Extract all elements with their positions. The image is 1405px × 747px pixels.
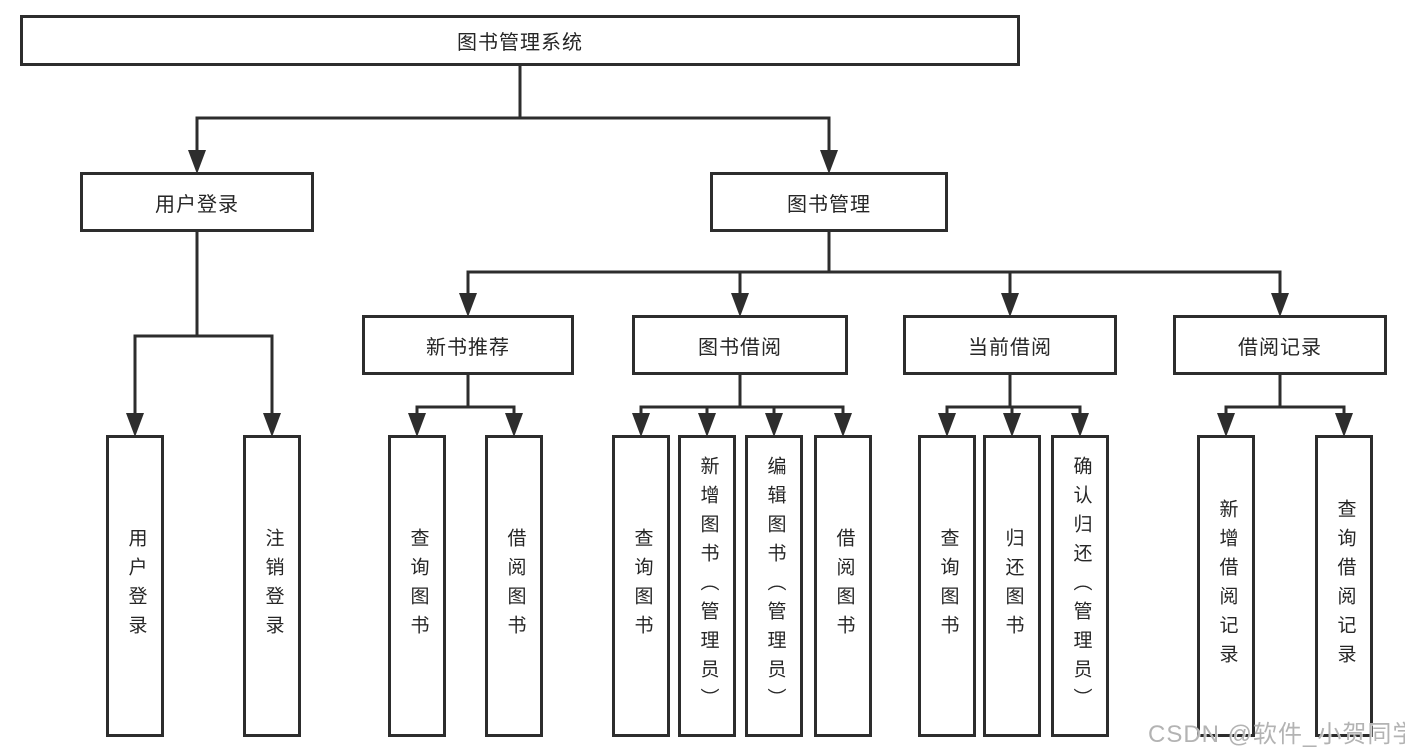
node-library-management-system: 图书管理系统	[20, 15, 1020, 66]
leaf-return-books: 归还图书	[983, 435, 1041, 737]
node-label: 编辑图书（管理员）	[764, 455, 786, 717]
node-label: 图书管理系统	[457, 32, 583, 54]
node-book-borrowing: 图书借阅	[632, 315, 848, 375]
node-label: 新书推荐	[426, 336, 510, 359]
leaf-logout: 注销登录	[243, 435, 301, 737]
node-borrowing-records: 借阅记录	[1173, 315, 1387, 375]
leaf-borrow-books-borrowing: 借阅图书	[814, 435, 872, 737]
node-label: 查询图书	[631, 528, 653, 644]
node-label: 新增借阅记录	[1216, 499, 1238, 673]
leaf-query-books-borrowing: 查询图书	[612, 435, 670, 737]
node-label: 用户登录	[155, 193, 239, 216]
leaf-query-books-recommend: 查询图书	[388, 435, 446, 737]
node-label: 查询图书	[937, 528, 959, 644]
leaf-add-borrow-record: 新增借阅记录	[1197, 435, 1255, 737]
node-label: 借阅图书	[504, 528, 526, 644]
leaf-query-borrow-record: 查询借阅记录	[1315, 435, 1373, 737]
csdn-watermark: CSDN @软件_小贺同学	[1148, 721, 1405, 747]
node-label: 用户登录	[125, 528, 147, 644]
node-label: 查询借阅记录	[1334, 499, 1356, 673]
node-label: 图书借阅	[698, 336, 782, 359]
node-label: 新增图书（管理员）	[697, 455, 719, 717]
leaf-user-login: 用户登录	[106, 435, 164, 737]
node-label: 注销登录	[262, 528, 284, 644]
node-book-management: 图书管理	[710, 172, 948, 232]
leaf-edit-books-admin: 编辑图书（管理员）	[745, 435, 803, 737]
leaf-query-books-current: 查询图书	[918, 435, 976, 737]
node-label: 归还图书	[1002, 528, 1024, 644]
node-new-book-recommendation: 新书推荐	[362, 315, 574, 375]
leaf-add-books-admin: 新增图书（管理员）	[678, 435, 736, 737]
node-current-borrowing: 当前借阅	[903, 315, 1117, 375]
node-label: 图书管理	[787, 193, 871, 216]
leaf-borrow-books-recommend: 借阅图书	[485, 435, 543, 737]
leaf-confirm-return-admin: 确认归还（管理员）	[1051, 435, 1109, 737]
node-label: 确认归还（管理员）	[1070, 455, 1092, 717]
node-label: 借阅图书	[833, 528, 855, 644]
node-label: 借阅记录	[1238, 336, 1322, 359]
node-user-login: 用户登录	[80, 172, 314, 232]
node-label: 查询图书	[407, 528, 429, 644]
node-label: 当前借阅	[968, 336, 1052, 359]
